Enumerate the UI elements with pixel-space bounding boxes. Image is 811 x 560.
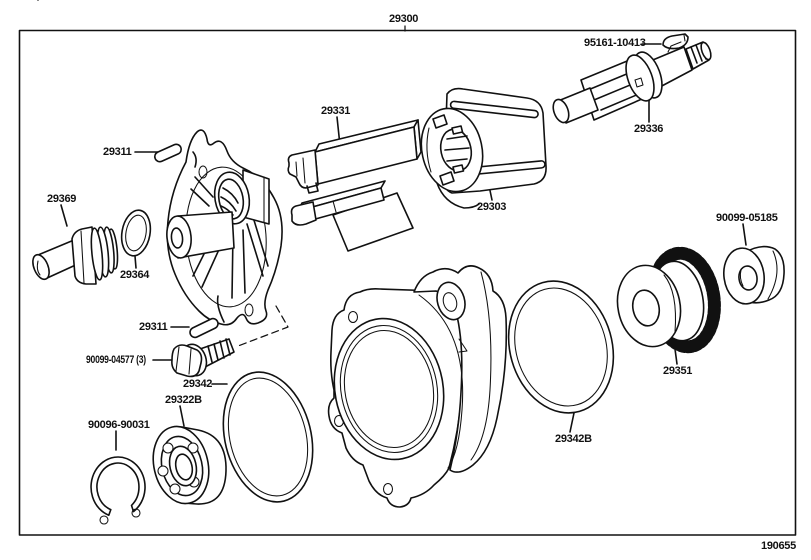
- vane-set-29331: [287, 119, 422, 252]
- bearing-29322b: [152, 425, 227, 505]
- figure-code: 190655: [761, 540, 796, 552]
- diagram-border: [18, 25, 797, 536]
- mounting-bracket: [166, 129, 283, 326]
- label-rotor-29303: 29303: [477, 201, 507, 213]
- label-pin-lower-29311: 29311: [139, 321, 168, 333]
- label-gear-29351: 29351: [663, 365, 693, 377]
- label-bolt-90099-04577: 90099-04577 (3): [86, 354, 146, 366]
- label-assembly-29300: 29300: [389, 13, 419, 25]
- label-oring-29342b: 29342B: [555, 433, 592, 445]
- label-cap-90099-05185: 90099-05185: [716, 212, 778, 224]
- pump-housing: [327, 265, 508, 508]
- label-plug-29369: 29369: [47, 193, 77, 205]
- label-snap-ring-90096-90031: 90096-90031: [88, 419, 150, 431]
- shaft-29336: [37, 0, 712, 124]
- label-gasket-29364: 29364: [120, 269, 150, 281]
- oring-29342: [222, 371, 314, 503]
- alignment-dashes: [237, 305, 289, 347]
- oring-29342b: [507, 280, 615, 414]
- pin-29311-lower: [189, 317, 219, 339]
- label-shaft-29336: 29336: [634, 123, 664, 135]
- bolt-90099-04577: [171, 338, 235, 378]
- label-oring-29342: 29342: [183, 378, 213, 390]
- snap-ring-90096-90031: [90, 456, 146, 525]
- label-pin-upper-29311: 29311: [103, 146, 132, 158]
- gear-29351: [616, 246, 721, 354]
- gasket-29364: [120, 209, 152, 257]
- cap-90099-05185: [723, 245, 785, 305]
- leader-lines: [60, 43, 747, 451]
- pin-29311-upper: [153, 143, 183, 163]
- label-bearing-29322b: 29322B: [165, 394, 202, 406]
- label-vanes-29331: 29331: [321, 105, 351, 117]
- rotor-29303: [420, 87, 547, 209]
- plug-29369: [32, 226, 119, 285]
- label-key-95161-10413: 95161-10413: [584, 37, 646, 49]
